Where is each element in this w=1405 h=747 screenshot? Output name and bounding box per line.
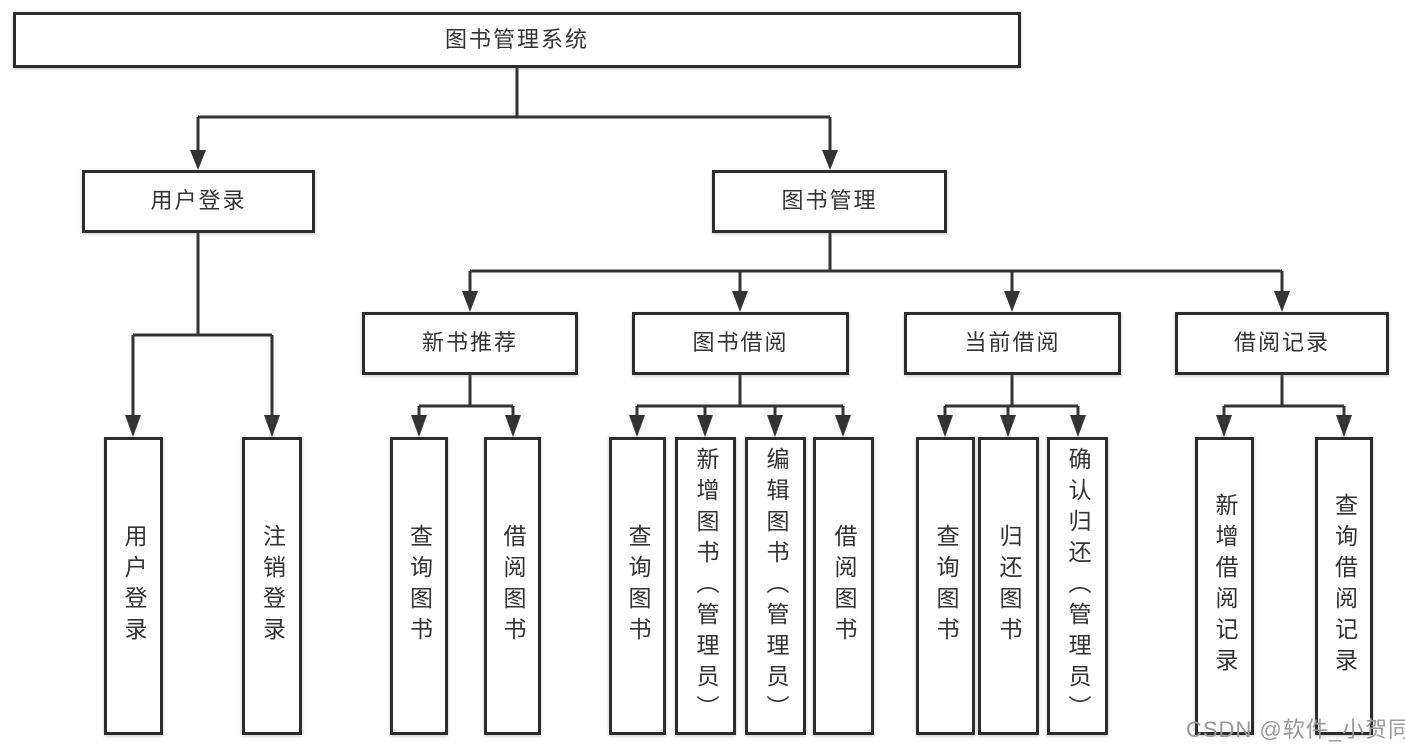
- leaf-borrow-books-recommend: 借阅图书: [484, 437, 541, 735]
- node-current-borrow: 当前借阅: [904, 312, 1121, 375]
- leaf-add-book-admin: 新增图书（管理员）: [675, 437, 736, 735]
- leaf-add-book-admin-label: 新增图书（管理员）: [693, 446, 719, 726]
- leaf-query-books-recommend: 查询图书: [390, 437, 448, 735]
- connector-new-book-to-leaves: [411, 375, 521, 437]
- leaf-borrow-books-label: 借阅图书: [831, 524, 857, 648]
- connector-root-to-level2: [190, 68, 838, 170]
- leaf-logout: 注销登录: [242, 437, 302, 735]
- connector-book-borrow-to-leaves: [629, 375, 851, 437]
- node-book-management-label: 图书管理: [781, 188, 878, 214]
- node-book-management: 图书管理: [712, 170, 947, 233]
- node-root: 图书管理系统: [13, 12, 1021, 68]
- connector-borrow-records-to-leaves: [1216, 375, 1352, 437]
- node-user-login-label: 用户登录: [150, 188, 247, 214]
- connector-user-login-to-leaves: [125, 233, 280, 437]
- node-user-login: 用户登录: [82, 170, 315, 233]
- leaf-return-book: 归还图书: [978, 437, 1039, 735]
- leaf-confirm-return-admin-label: 确认归还（管理员）: [1065, 446, 1091, 726]
- leaf-edit-book-admin: 编辑图书（管理员）: [745, 437, 806, 735]
- node-root-label: 图书管理系统: [444, 26, 589, 52]
- node-book-borrow-label: 图书借阅: [692, 330, 789, 356]
- leaf-return-book-label: 归还图书: [996, 524, 1022, 648]
- leaf-confirm-return-admin: 确认归还（管理员）: [1047, 437, 1108, 735]
- leaf-borrow-books: 借阅图书: [813, 437, 874, 735]
- leaf-query-borrow-record-label: 查询借阅记录: [1331, 493, 1358, 679]
- node-new-book-recommend-label: 新书推荐: [421, 330, 518, 356]
- leaf-query-books-recommend-label: 查询图书: [406, 524, 433, 648]
- csdn-watermark: CSDN @软件_小贺同学: [1186, 717, 1405, 742]
- leaf-query-books-current: 查询图书: [916, 437, 975, 735]
- leaf-query-books-borrow: 查询图书: [609, 437, 666, 735]
- leaf-borrow-books-recommend-label: 借阅图书: [500, 524, 526, 648]
- connector-book-management-to-level3: [462, 233, 1290, 312]
- leaf-user-login: 用户登录: [104, 437, 163, 735]
- leaf-logout-label: 注销登录: [259, 524, 286, 648]
- leaf-query-books-current-label: 查询图书: [933, 524, 959, 648]
- node-book-borrow: 图书借阅: [632, 312, 849, 375]
- node-new-book-recommend: 新书推荐: [362, 312, 578, 375]
- connector-current-borrow-to-leaves: [937, 375, 1086, 437]
- leaf-query-books-borrow-label: 查询图书: [625, 524, 651, 648]
- leaf-user-login-label: 用户登录: [121, 524, 147, 648]
- leaf-query-borrow-record: 查询借阅记录: [1315, 437, 1373, 735]
- node-borrow-records-label: 借阅记录: [1233, 330, 1330, 356]
- leaf-add-borrow-record-label: 新增借阅记录: [1212, 493, 1238, 679]
- leaf-edit-book-admin-label: 编辑图书（管理员）: [763, 446, 789, 726]
- leaf-add-borrow-record: 新增借阅记录: [1195, 437, 1254, 735]
- node-current-borrow-label: 当前借阅: [964, 330, 1061, 356]
- node-borrow-records: 借阅记录: [1175, 312, 1389, 375]
